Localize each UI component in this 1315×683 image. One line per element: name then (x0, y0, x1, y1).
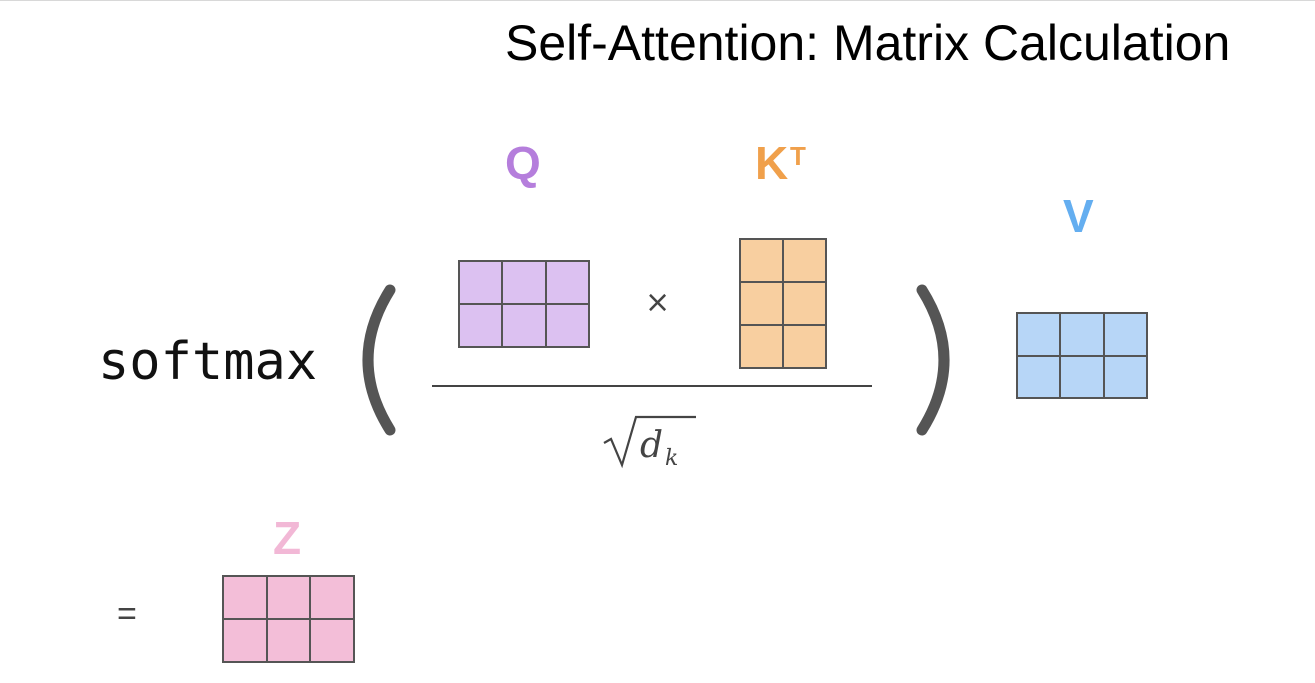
dk-subscript: k (665, 446, 678, 471)
sqrt-dk-denominator: d k (603, 415, 696, 471)
dk-base: d (640, 425, 663, 466)
right-parenthesis (916, 284, 950, 436)
equals-symbol: = (117, 595, 137, 633)
fraction-bar (432, 385, 872, 387)
z-cell (224, 577, 268, 620)
v-cell (1104, 314, 1148, 357)
q-cell (546, 305, 590, 348)
z-cell (267, 620, 312, 663)
v-cell (1018, 314, 1062, 357)
v-label: V (1063, 190, 1094, 242)
left-parenthesis (362, 284, 396, 436)
v-cell (1061, 356, 1105, 399)
top-rule (0, 0, 1315, 1)
kt-cell (784, 326, 827, 369)
k-label: K (755, 137, 789, 189)
kt-cell (741, 283, 784, 326)
v-cell (1018, 356, 1062, 399)
kt-cell (784, 240, 827, 283)
k-transpose-superscript: T (790, 141, 806, 171)
multiply-symbol: × (645, 285, 671, 320)
z-matrix (222, 575, 355, 663)
q-cell (503, 305, 547, 348)
kt-cell (741, 240, 784, 283)
q-cell (503, 262, 547, 305)
q-cell (546, 262, 590, 305)
v-matrix (1016, 312, 1148, 399)
q-cell (460, 262, 504, 305)
z-cell (311, 620, 355, 663)
q-matrix (458, 260, 590, 348)
v-cell (1104, 356, 1148, 399)
z-cell (267, 577, 312, 620)
z-label: Z (273, 512, 302, 564)
q-label: Q (505, 137, 541, 189)
v-cell (1061, 314, 1105, 357)
z-cell (311, 577, 355, 620)
z-cell (224, 620, 268, 663)
q-cell (460, 305, 504, 348)
slide-title: Self-Attention: Matrix Calculation (505, 15, 1231, 71)
kt-cell (784, 283, 827, 326)
kt-cell (741, 326, 784, 369)
softmax-label: softmax (98, 332, 318, 392)
k-transpose-matrix (739, 238, 827, 369)
